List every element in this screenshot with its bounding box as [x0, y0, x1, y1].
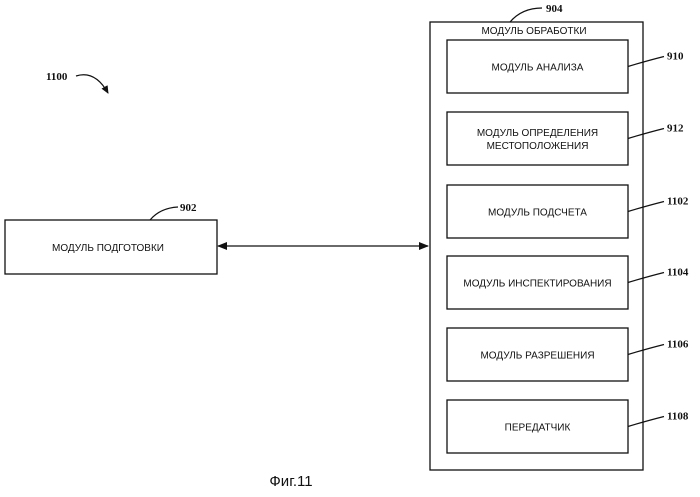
submodule-label: МОДУЛЬ АНАЛИЗА	[492, 63, 584, 74]
submodule: МОДУЛЬ ПОДСЧЕТА 1102	[447, 185, 689, 238]
submodule-ref: 910	[667, 51, 684, 63]
preparation-module-label: МОДУЛЬ ПОДГОТОВКИ	[52, 243, 164, 254]
submodule-label: МОДУЛЬ ОПРЕДЕЛЕНИЯ	[477, 128, 598, 139]
figure-reference-arrow	[76, 75, 108, 93]
figure-reference-number: 1100	[46, 71, 68, 83]
submodule: МОДУЛЬ ИНСПЕКТИРОВАНИЯ 1104	[447, 256, 689, 309]
preparation-module-leader	[150, 207, 178, 220]
submodule-ref: 1104	[667, 267, 689, 279]
preparation-module: МОДУЛЬ ПОДГОТОВКИ 902	[5, 202, 217, 274]
submodule-leader	[628, 202, 664, 212]
submodule-ref: 1102	[667, 196, 689, 208]
submodule-ref: 912	[667, 123, 684, 135]
submodule-ref: 1106	[667, 339, 689, 351]
submodule-leader	[628, 345, 664, 355]
processing-module-leader	[510, 8, 542, 22]
submodule: МОДУЛЬ АНАЛИЗА 910	[447, 40, 684, 93]
submodule-label: МОДУЛЬ ИНСПЕКТИРОВАНИЯ	[463, 279, 611, 290]
submodule: МОДУЛЬ РАЗРЕШЕНИЯ 1106	[447, 328, 689, 381]
submodule-leader	[628, 57, 664, 67]
submodule-leader	[628, 417, 664, 427]
submodule-leader	[628, 273, 664, 283]
preparation-module-ref: 902	[180, 202, 197, 214]
submodule: МОДУЛЬ ОПРЕДЕЛЕНИЯ МЕСТОПОЛОЖЕНИЯ 912	[447, 112, 684, 165]
submodule: ПЕРЕДАТЧИК 1108	[447, 400, 689, 453]
figure-caption: Фиг.11	[269, 473, 312, 490]
submodule-label: МЕСТОПОЛОЖЕНИЯ	[487, 141, 589, 152]
processing-module-title: МОДУЛЬ ОБРАБОТКИ	[481, 26, 586, 37]
submodule-list: МОДУЛЬ АНАЛИЗА 910МОДУЛЬ ОПРЕДЕЛЕНИЯ МЕСТО…	[447, 40, 689, 453]
submodule-label: ПЕРЕДАТЧИК	[505, 423, 571, 434]
processing-module-ref: 904	[546, 3, 563, 15]
submodule-ref: 1108	[667, 411, 689, 423]
submodule-leader	[628, 129, 664, 139]
submodule-label: МОДУЛЬ ПОДСЧЕТА	[488, 208, 587, 219]
submodule-label: МОДУЛЬ РАЗРЕШЕНИЯ	[480, 351, 594, 362]
